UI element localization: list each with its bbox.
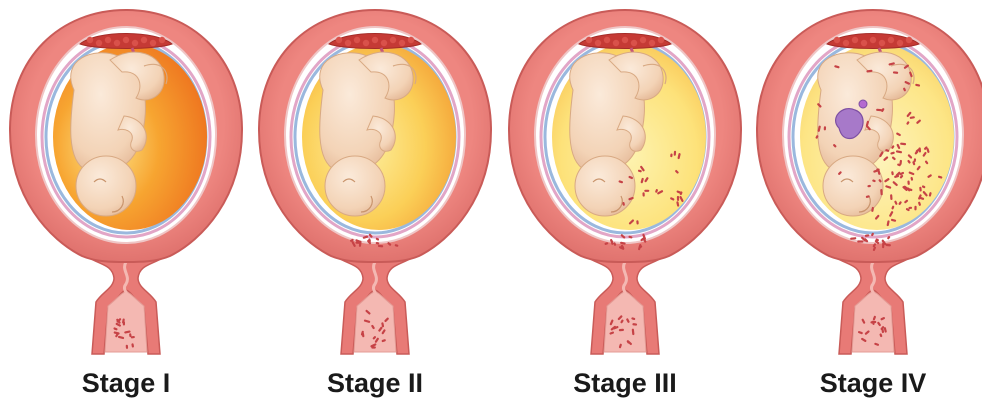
stage-label: Stage III xyxy=(573,368,677,398)
fetus-head xyxy=(325,156,385,216)
placenta-lobule xyxy=(105,37,111,43)
uterus xyxy=(757,10,982,262)
placenta-lobule xyxy=(381,40,387,46)
placenta-lobule xyxy=(658,37,664,43)
placenta-lobule xyxy=(345,40,351,46)
placenta-lobule xyxy=(363,40,369,46)
placenta-lobule xyxy=(834,37,840,43)
placenta-lobule xyxy=(141,37,147,43)
placenta-lobule xyxy=(879,40,885,46)
fetus-head xyxy=(76,156,136,216)
bacterium xyxy=(824,126,826,130)
placenta-lobule xyxy=(87,37,93,43)
fetus-head xyxy=(823,156,883,216)
infection-spot xyxy=(859,100,867,108)
stage-label: Stage II xyxy=(327,368,423,398)
uterus xyxy=(259,10,491,262)
bacterium xyxy=(642,192,644,197)
placenta-lobule xyxy=(843,40,849,46)
placenta-lobule xyxy=(390,37,396,43)
placenta-lobule xyxy=(604,37,610,43)
placenta-lobule xyxy=(123,37,129,43)
placenta-lobule xyxy=(595,40,601,46)
placenta-lobule xyxy=(622,37,628,43)
cervix xyxy=(825,250,921,354)
bacterium xyxy=(857,240,863,242)
placenta-lobule xyxy=(132,40,138,46)
placenta-lobule xyxy=(114,40,120,46)
stage-panel-3: Stage III xyxy=(509,10,741,398)
placenta-lobule xyxy=(649,40,655,46)
fetus-head xyxy=(575,156,635,216)
cervix xyxy=(327,250,423,354)
bacterium xyxy=(914,206,916,211)
placenta-lobule xyxy=(906,37,912,43)
placenta-lobule xyxy=(354,37,360,43)
stage-label: Stage IV xyxy=(820,368,927,398)
placenta-lobule xyxy=(408,37,414,43)
placenta-lobule xyxy=(372,37,378,43)
uterus xyxy=(10,10,242,262)
cervix xyxy=(577,250,673,354)
placenta-lobule xyxy=(870,37,876,43)
bacterium xyxy=(644,190,649,192)
placenta-lobule xyxy=(399,40,405,46)
stage-panel-1: Stage I xyxy=(10,10,242,398)
placenta-lobule xyxy=(852,37,858,43)
placenta-lobule xyxy=(150,40,156,46)
placenta-lobule xyxy=(640,37,646,43)
placenta-lobule xyxy=(336,37,342,43)
placenta-lobule xyxy=(897,40,903,46)
bacterium xyxy=(882,242,884,248)
bacterium xyxy=(876,168,880,170)
stage-label: Stage I xyxy=(82,368,171,398)
bacterium xyxy=(890,194,893,200)
stage-panel-2: Stage II xyxy=(259,10,491,398)
bacterium xyxy=(371,346,376,348)
placenta-lobule xyxy=(159,37,165,43)
placenta-lobule xyxy=(631,40,637,46)
placenta-lobule xyxy=(888,37,894,43)
uterus xyxy=(509,10,741,262)
placenta-lobule xyxy=(96,40,102,46)
placenta-lobule xyxy=(861,40,867,46)
stage-panel-4: Stage IV xyxy=(757,10,982,398)
placenta-lobule xyxy=(586,37,592,43)
bacterium xyxy=(677,196,679,201)
placenta-lobule xyxy=(613,40,619,46)
cervix xyxy=(78,250,174,354)
